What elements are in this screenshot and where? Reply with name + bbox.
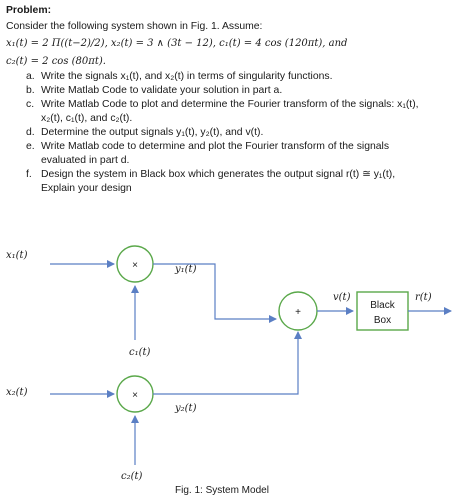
- black-box-label-line-1: Black: [370, 300, 395, 311]
- black-box-label-line-2: Box: [374, 315, 391, 326]
- problem-heading: Problem:: [6, 5, 52, 16]
- task-marker: b.: [26, 85, 35, 96]
- carrier-c1-label: c₁(t): [129, 347, 151, 358]
- assumption-equation-1: x₁(t) = 2 Π((t−2)/2), x₂(t) = 3 ∧ (3t − …: [6, 38, 348, 49]
- multiplier-2-symbol: ×: [132, 390, 138, 401]
- task-text: Design the system in Black box which gen…: [41, 169, 396, 180]
- sum-v-label: v(t): [333, 292, 351, 303]
- output-r-label: r(t): [415, 292, 432, 303]
- assumption-equation-2: c₂(t) = 2 cos (80πt).: [6, 56, 106, 67]
- input-x2-label: x₂(t): [6, 387, 28, 398]
- problem-intro: Consider the following system shown in F…: [6, 21, 263, 32]
- task-marker: d.: [26, 127, 35, 138]
- task-text: Write Matlab Code to validate your solut…: [41, 85, 283, 96]
- task-marker: a.: [26, 71, 35, 82]
- input-x1-label: x₁(t): [6, 250, 28, 261]
- y1-path-arrow: [153, 263, 277, 323]
- task-marker: f.: [26, 169, 32, 180]
- carrier-c2-label: c₂(t): [121, 471, 143, 482]
- adder-symbol: +: [295, 307, 301, 318]
- figure-caption: Fig. 1: System Model: [175, 485, 269, 496]
- black-box: [356, 291, 409, 331]
- multiplier-1-symbol: ×: [132, 260, 138, 271]
- task-text: Explain your design: [41, 183, 132, 194]
- task-marker: e.: [26, 141, 35, 152]
- task-text: Determine the output signals y₁(t), y₂(t…: [41, 127, 264, 138]
- task-text: Write the signals x₁(t), and x₂(t) in te…: [41, 71, 333, 82]
- task-text: Write Matlab code to determine and plot …: [41, 141, 390, 152]
- task-marker: c.: [26, 99, 35, 110]
- task-text: x₂(t), c₁(t), and c₂(t).: [41, 113, 133, 124]
- task-text: evaluated in part d.: [41, 155, 130, 166]
- task-text: Write Matlab Code to plot and determine …: [41, 99, 419, 110]
- output-y1-label: y₁(t): [174, 264, 197, 275]
- output-y2-label: y₂(t): [174, 403, 197, 414]
- y2-path-arrow: [153, 331, 302, 395]
